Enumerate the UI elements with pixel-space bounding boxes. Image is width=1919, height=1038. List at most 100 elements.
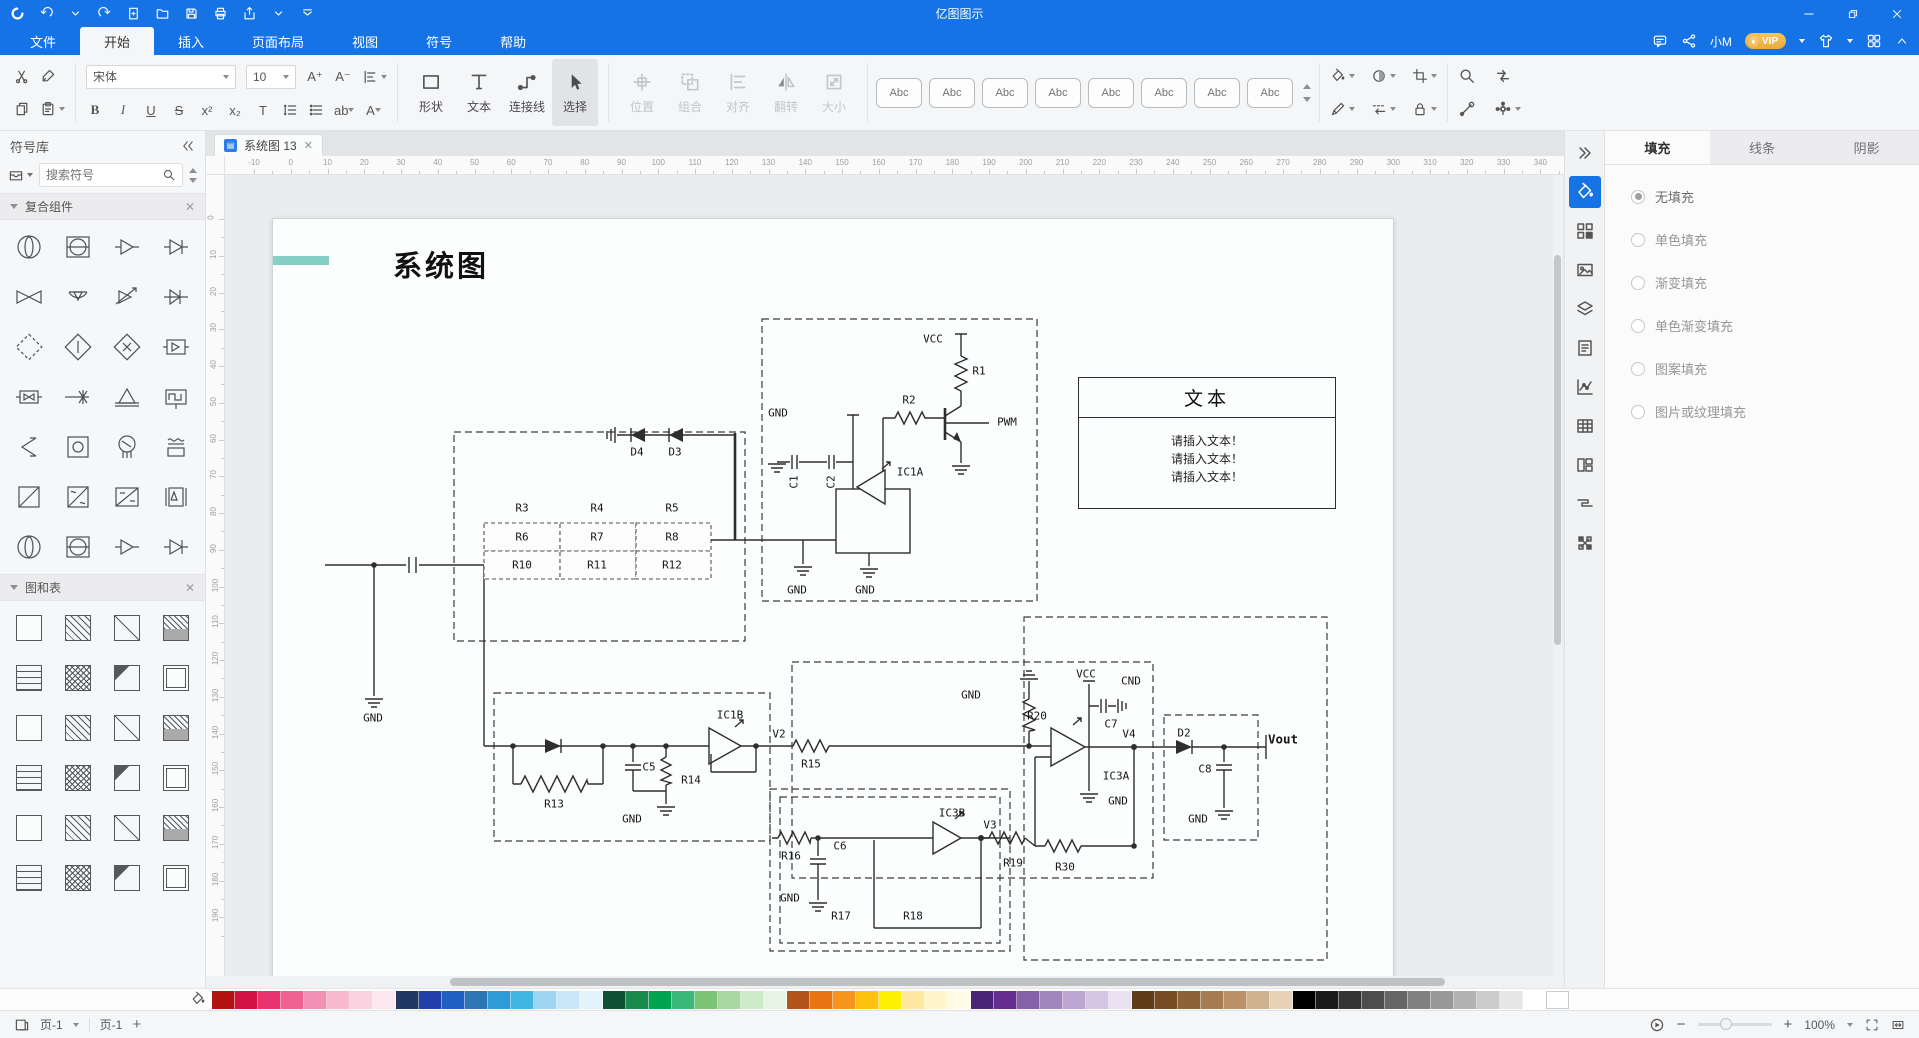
component-symbol-icon[interactable]	[154, 476, 198, 518]
menu-tab-页面布局[interactable]: 页面布局	[252, 34, 305, 50]
chart-pattern-icon[interactable]	[7, 757, 51, 799]
format-painter-icon[interactable]	[40, 68, 56, 84]
circuit-label[interactable]: GND	[768, 406, 788, 420]
color-swatch[interactable]	[1178, 990, 1201, 1009]
menu-tab-插入[interactable]: 插入	[178, 34, 205, 50]
color-swatch[interactable]	[925, 990, 948, 1009]
tool-形状[interactable]: 形状	[408, 59, 454, 126]
tool-文本[interactable]: 文本	[456, 59, 502, 126]
component-symbol-icon[interactable]	[154, 526, 198, 568]
circuit-label[interactable]: R20	[1027, 709, 1047, 723]
chart-pattern-icon[interactable]	[56, 857, 100, 899]
component-symbol-icon[interactable]	[7, 476, 51, 518]
zoom-slider-knob[interactable]	[1719, 1018, 1732, 1030]
menu-tab-符号[interactable]: 符号	[426, 34, 453, 50]
color-swatch[interactable]	[1408, 990, 1431, 1009]
circuit-label[interactable]: R10	[512, 558, 532, 572]
circuit-label[interactable]: CND	[1121, 674, 1141, 688]
color-swatch[interactable]	[258, 990, 281, 1009]
apps-grid-icon[interactable]	[1866, 33, 1882, 49]
style-gallery-item[interactable]: Abc	[876, 77, 922, 108]
tool-组合[interactable]: 组合	[667, 59, 713, 126]
color-swatch[interactable]	[1385, 990, 1408, 1009]
style-gallery-item[interactable]: Abc	[1088, 77, 1134, 108]
tools-icon[interactable]	[1458, 100, 1476, 118]
color-swatch[interactable]	[488, 990, 511, 1009]
component-symbol-icon[interactable]	[56, 426, 100, 468]
no-color-swatch[interactable]	[1546, 990, 1569, 1009]
export-icon[interactable]	[242, 6, 257, 21]
circuit-label[interactable]: PWM	[997, 415, 1017, 429]
fill-color-button[interactable]	[1330, 68, 1355, 84]
collapse-sidebar-icon[interactable]	[181, 139, 195, 153]
color-swatch[interactable]	[626, 990, 649, 1009]
chart-pattern-icon[interactable]	[154, 707, 198, 749]
table-panel-button[interactable]	[1569, 410, 1601, 442]
circuit-diagram[interactable]	[273, 219, 1395, 988]
color-swatch[interactable]	[1523, 990, 1546, 1009]
strikethrough-button[interactable]: S	[174, 102, 184, 118]
structure-panel-button[interactable]	[1569, 488, 1601, 520]
image-panel-button[interactable]	[1569, 254, 1601, 286]
zoom-in-button[interactable]: +	[1783, 1016, 1793, 1033]
text-style-button[interactable]: T	[259, 102, 267, 118]
color-swatch[interactable]	[1063, 990, 1086, 1009]
color-swatch[interactable]	[1477, 990, 1500, 1009]
color-swatch[interactable]	[1293, 990, 1316, 1009]
color-swatch[interactable]	[879, 990, 902, 1009]
component-symbol-icon[interactable]	[7, 276, 51, 318]
italic-button[interactable]: I	[120, 102, 126, 118]
chart-pattern-icon[interactable]	[154, 657, 198, 699]
circuit-label[interactable]: R12	[662, 558, 682, 572]
component-symbol-icon[interactable]	[7, 376, 51, 418]
component-symbol-icon[interactable]	[56, 276, 100, 318]
node-tools-button[interactable]	[1494, 100, 1521, 118]
chart-pattern-icon[interactable]	[7, 807, 51, 849]
zoom-level[interactable]: 100%	[1804, 1017, 1835, 1032]
component-symbol-icon[interactable]	[56, 226, 100, 268]
chart-pattern-icon[interactable]	[154, 857, 198, 899]
circuit-label[interactable]: C6	[833, 839, 847, 853]
color-swatch[interactable]	[1316, 990, 1339, 1009]
color-swatch[interactable]	[350, 990, 373, 1009]
circuit-label[interactable]: R7	[590, 530, 604, 544]
component-symbol-icon[interactable]	[105, 326, 149, 368]
chart-pattern-icon[interactable]	[56, 757, 100, 799]
color-swatch[interactable]	[1431, 990, 1454, 1009]
circuit-label[interactable]: GND	[961, 688, 981, 702]
new-document-icon[interactable]	[126, 6, 141, 21]
component-symbol-icon[interactable]	[7, 526, 51, 568]
circuit-label[interactable]: GND	[363, 711, 383, 725]
tool-选择[interactable]: 选择	[552, 59, 598, 126]
chart-pattern-icon[interactable]	[7, 857, 51, 899]
style-gallery-item[interactable]: Abc	[982, 77, 1028, 108]
replace-icon[interactable]	[1494, 67, 1512, 85]
circuit-label[interactable]: R19	[1003, 856, 1023, 870]
circuit-label[interactable]: Vout	[1267, 731, 1299, 747]
color-swatch[interactable]	[695, 990, 718, 1009]
circuit-label[interactable]: GND	[1188, 812, 1208, 826]
color-swatch[interactable]	[649, 990, 672, 1009]
page-selector[interactable]: 页-1	[40, 1018, 63, 1032]
circuit-label[interactable]: VCC	[1076, 667, 1096, 681]
tool-位置[interactable]: 位置	[619, 59, 665, 126]
style-gallery-item[interactable]: Abc	[1194, 77, 1240, 108]
customize-toolbar-icon[interactable]	[300, 6, 315, 21]
chart-pattern-icon[interactable]	[154, 807, 198, 849]
color-swatch[interactable]	[235, 990, 258, 1009]
style-gallery-item[interactable]: Abc	[1035, 77, 1081, 108]
highlight-button[interactable]: ab	[334, 100, 355, 120]
chart-pattern-icon[interactable]	[7, 657, 51, 699]
circuit-label[interactable]: V2	[772, 727, 786, 741]
document-tab-close-icon[interactable]: ✕	[303, 140, 313, 152]
circuit-label[interactable]: GND	[787, 583, 807, 597]
cut-icon[interactable]	[14, 68, 30, 84]
fill-option-单色渐变填充[interactable]: 单色渐变填充	[1631, 316, 1919, 335]
theme-icon[interactable]	[1818, 33, 1834, 49]
section-composite-components[interactable]: 复合组件 ✕	[0, 193, 205, 220]
circuit-label[interactable]: R15	[801, 757, 821, 771]
theme-caret-icon[interactable]	[1847, 39, 1853, 43]
circuit-label[interactable]: R4	[590, 501, 604, 515]
menu-tab-开始[interactable]: 开始	[80, 27, 155, 55]
undo-icon[interactable]	[39, 6, 54, 21]
